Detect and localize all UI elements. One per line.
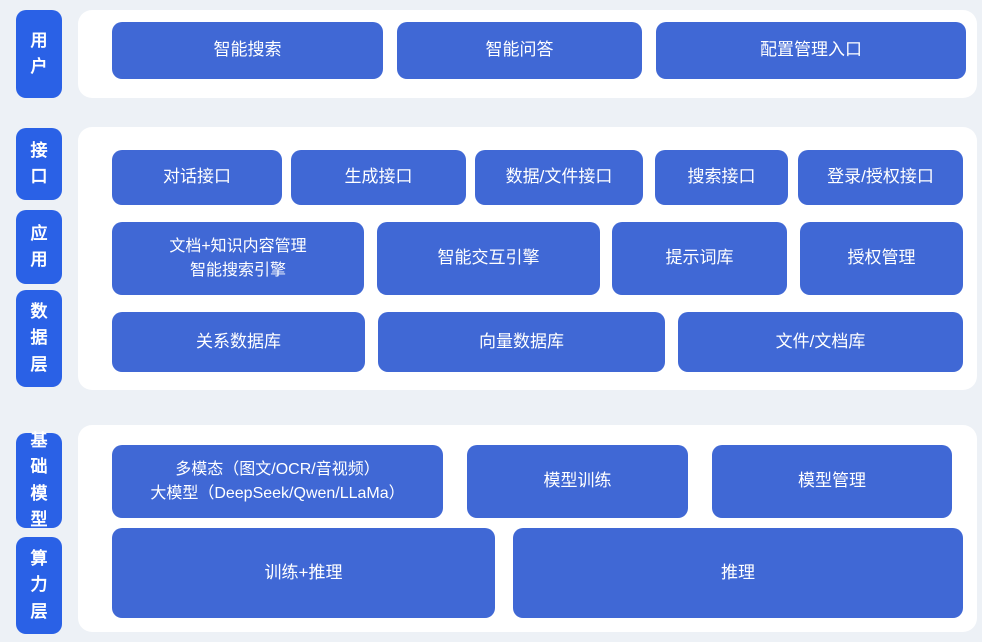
side-label-interface: 接口 [16,128,62,200]
box-config-entry: 配置管理入口 [656,22,966,79]
side-label-application-text: 应用 [30,223,48,269]
box-login-auth-api: 登录/授权接口 [798,150,963,205]
box-dialog-api: 对话接口 [112,150,282,205]
side-label-base-model: 基础模型 [16,431,62,529]
side-label-application: 应用 [16,210,62,284]
box-smart-qa: 智能问答 [397,22,642,79]
box-search-api: 搜索接口 [655,150,788,205]
box-vector-db: 向量数据库 [378,312,665,372]
box-relational-db: 关系数据库 [112,312,365,372]
box-inference: 推理 [513,528,963,618]
box-train-inference: 训练+推理 [112,528,495,618]
box-doc-knowledge-search-engine: 文档+知识内容管理 智能搜索引擎 [112,222,364,295]
box-auth-management: 授权管理 [800,222,963,295]
side-label-users: 用户 [16,10,62,98]
side-label-compute-layer-text: 算力层 [30,548,48,621]
side-label-compute-layer: 算力层 [16,537,62,634]
side-label-data-layer: 数据层 [16,290,62,387]
side-label-interface-text: 接口 [30,140,48,186]
box-prompt-library: 提示词库 [612,222,787,295]
box-model-training: 模型训练 [467,445,688,518]
box-multimodal-llm: 多模态（图文/OCR/音视频） 大模型（DeepSeek/Qwen/LLaMa） [112,445,443,518]
box-smart-search: 智能搜索 [112,22,383,79]
box-file-doc-store: 文件/文档库 [678,312,963,372]
side-label-base-model-text: 基础模型 [30,430,48,529]
box-data-file-api: 数据/文件接口 [475,150,643,205]
box-generation-api: 生成接口 [291,150,466,205]
side-label-data-layer-text: 数据层 [30,301,48,374]
box-interaction-engine: 智能交互引擎 [377,222,600,295]
side-label-users-text: 用户 [30,30,48,76]
box-model-management: 模型管理 [712,445,952,518]
